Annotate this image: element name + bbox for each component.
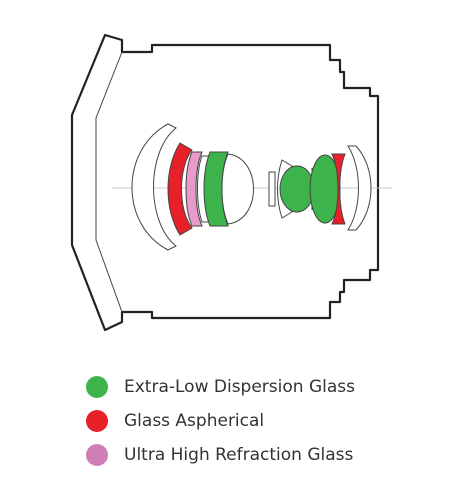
plain-lens-2 — [221, 153, 254, 225]
aspherical-lens-1 — [167, 142, 193, 236]
legend-item-ultra-high-refraction: Ultra High Refraction Glass — [86, 438, 355, 472]
legend-item-glass-aspherical: Glass Aspherical — [86, 404, 355, 438]
legend-item-extra-low-dispersion: Extra-Low Dispersion Glass — [86, 370, 355, 404]
legend: Extra-Low Dispersion Glass Glass Aspheri… — [86, 370, 355, 472]
small-plain-lens-3 — [268, 171, 276, 207]
ultra-high-refraction-lens — [185, 151, 203, 227]
legend-label: Ultra High Refraction Glass — [124, 445, 354, 465]
green-circle-icon — [86, 376, 108, 398]
legend-label: Glass Aspherical — [124, 411, 265, 431]
extra-low-dispersion-lens-2 — [279, 165, 315, 213]
legend-label: Extra-Low Dispersion Glass — [124, 377, 355, 397]
plain-lens-6 — [347, 145, 372, 231]
aspherical-lens-2 — [331, 153, 346, 225]
barrel-inner-line — [95, 51, 123, 313]
pink-circle-icon — [86, 444, 108, 466]
red-circle-icon — [86, 410, 108, 432]
lens-cross-section-diagram — [70, 33, 392, 332]
front-meniscus-lens — [131, 123, 177, 251]
